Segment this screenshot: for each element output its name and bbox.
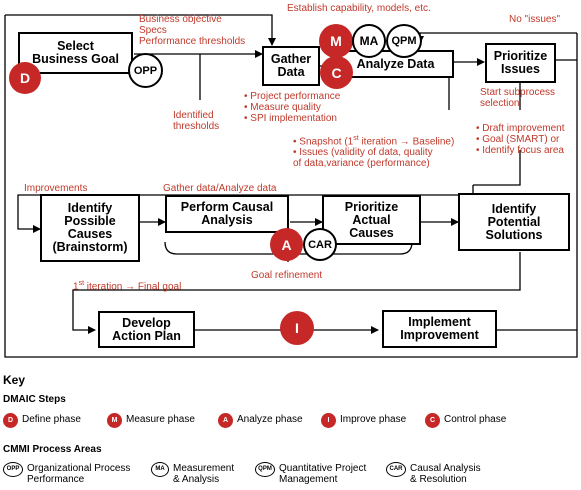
define-phase-badge: D (9, 62, 41, 94)
snapshot-bullets: • Snapshot (1st iteration → Baseline) • … (293, 135, 455, 170)
prioritize-issues-box: Prioritize Issues (485, 43, 556, 83)
improvements-label: Improvements (24, 183, 88, 194)
business-objective-label: Business objective Specs Performance thr… (139, 14, 246, 47)
measure-phase-key-icon: M (107, 413, 122, 428)
control-phase-key-icon: C (425, 413, 440, 428)
measure-phase-badge: M (319, 24, 353, 58)
identify-possible-causes-box: Identify Possible Causes (Brainstorm) (40, 194, 140, 262)
key-car: CAR Causal Analysis & Resolution (386, 462, 481, 485)
final-goal-label: 1st iteration → Final goal (73, 280, 182, 293)
qpm-badge: QPM (386, 24, 422, 58)
opp-badge: OPP (128, 53, 163, 88)
opp-key-icon: OPP (3, 462, 23, 477)
key-define: D Define phase (3, 413, 81, 428)
no-issues-label: No "issues" (509, 14, 561, 25)
start-subprocess-label: Start subprocess selection (480, 87, 556, 109)
analyze-phase-badge: A (270, 228, 303, 261)
gather-analyze-label: Gather data/Analyze data (163, 183, 277, 194)
improve-phase-badge: I (280, 311, 314, 345)
ma-badge: MA (352, 24, 386, 58)
analyze-phase-key-icon: A (218, 413, 233, 428)
draft-improvement-bullets: • Draft improvement • Goal (SMART) or • … (476, 123, 565, 156)
gather-data-bullets: • Project performance • Measure quality … (244, 91, 341, 124)
key-qpm: QPM Quantitative Project Management (255, 462, 366, 485)
establish-capability-label: Establish capability, models, etc. (287, 3, 431, 14)
control-phase-badge: C (320, 56, 353, 89)
gather-data-box: Gather Data (262, 46, 320, 86)
cmmi-process-areas-title: CMMI Process Areas (3, 444, 102, 455)
develop-action-plan-box: Develop Action Plan (98, 311, 195, 348)
key-improve: I Improve phase (321, 413, 406, 428)
prioritize-actual-causes-box: Prioritize Actual Causes (322, 195, 421, 245)
goal-refinement-label: Goal refinement (251, 270, 323, 281)
qpm-key-icon: QPM (255, 462, 275, 477)
ma-key-icon: MA (151, 462, 169, 477)
identified-thresholds-label: Identified thresholds (173, 110, 220, 132)
dmaic-steps-title: DMAIC Steps (3, 394, 66, 405)
key-ma: MA Measurement & Analysis (151, 462, 234, 485)
improve-phase-key-icon: I (321, 413, 336, 428)
key-title: Key (3, 373, 26, 387)
key-measure: M Measure phase (107, 413, 195, 428)
key-control: C Control phase (425, 413, 506, 428)
select-business-goal-box: Select Business Goal (18, 32, 133, 74)
identify-potential-solutions-box: Identify Potential Solutions (458, 193, 570, 251)
car-badge: CAR (303, 228, 337, 261)
key-analyze: A Analyze phase (218, 413, 303, 428)
key-opp: OPP Organizational Process Performance (3, 462, 130, 485)
implement-improvement-box: Implement Improvement (382, 310, 497, 348)
perform-causal-analysis-box: Perform Causal Analysis (165, 195, 289, 233)
define-phase-key-icon: D (3, 413, 18, 428)
car-key-icon: CAR (386, 462, 406, 477)
